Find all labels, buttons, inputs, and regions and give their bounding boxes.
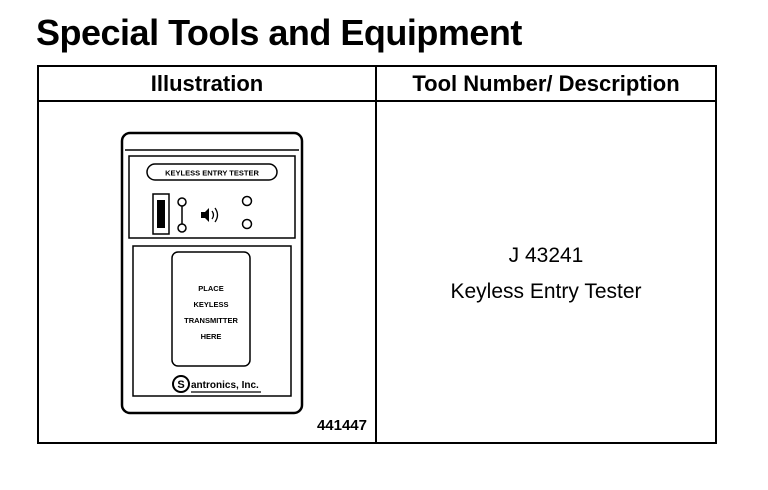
transmitter-pad: [171, 251, 251, 367]
transmitter-text-line: PLACE: [198, 284, 223, 293]
brand-name: antronics, Inc.: [191, 380, 259, 391]
page-title: Special Tools and Equipment: [36, 12, 522, 53]
device-label-plate: [146, 163, 278, 181]
table-header-row: Illustration Tool Number/ Description: [39, 67, 715, 102]
indicator-light: [241, 195, 253, 207]
brand-logo: S: [172, 375, 190, 393]
transmitter-text-line: KEYLESS: [193, 300, 228, 309]
device-label-text: KEYLESS ENTRY TESTER: [165, 169, 259, 178]
tool-description: Keyless Entry Tester: [450, 280, 642, 303]
figure-number: 441447: [316, 417, 367, 434]
description-cell: J 43241 Keyless Entry Tester: [377, 102, 715, 442]
svg-text:S: S: [177, 379, 184, 391]
illustration-column-header: Illustration: [150, 71, 264, 96]
description-column-header: Tool Number/ Description: [412, 71, 680, 96]
transmitter-text-line: HERE: [201, 332, 222, 341]
keyless-entry-tester-illustration: KEYLESS ENTRY TESTER PLACE KEYLESS T: [120, 131, 304, 415]
special-tools-table: Illustration Tool Number/ Description KE…: [37, 65, 717, 444]
transmitter-text-line: TRANSMITTER: [184, 316, 238, 325]
illustration-cell: KEYLESS ENTRY TESTER PLACE KEYLESS T: [39, 102, 375, 442]
indicator-light: [241, 218, 253, 230]
speaker-icon: [201, 207, 219, 223]
column-divider: [375, 67, 377, 442]
tool-number: J 43241: [508, 244, 584, 267]
